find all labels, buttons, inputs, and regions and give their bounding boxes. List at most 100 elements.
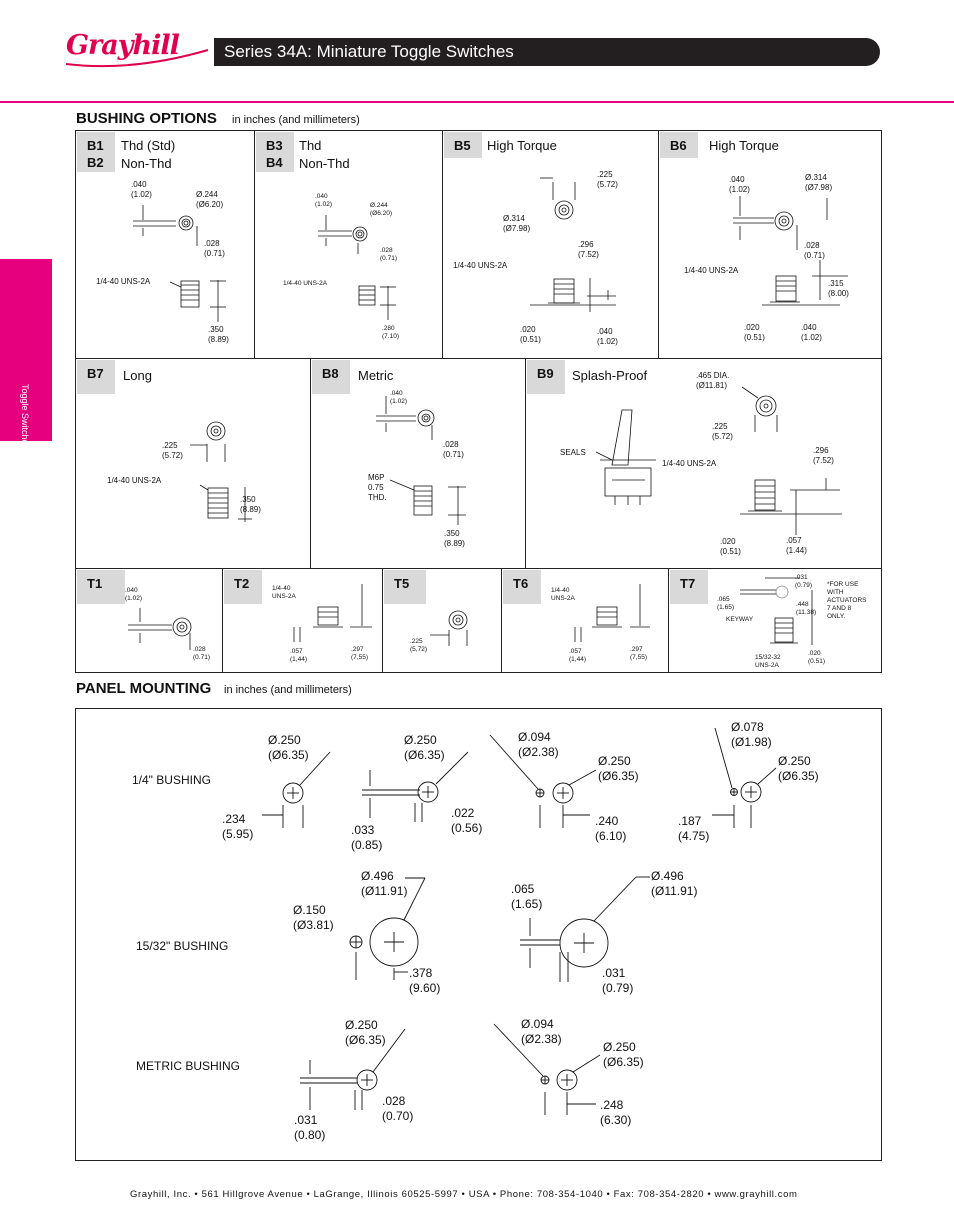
option-label: High Torque [487, 138, 557, 153]
code-badge: T1 [77, 570, 125, 604]
dim-label: .040(1.02) [131, 180, 152, 199]
dim-label: .031(0.80) [294, 1113, 326, 1142]
dim-label: Ø.244(Ø6.20) [196, 190, 224, 209]
dim-label: .022(0.56) [451, 806, 483, 835]
grayhill-logo [65, 49, 209, 68]
dim-label: .248(6.30) [600, 1098, 632, 1127]
panel-1-4-pin [489, 734, 597, 828]
dim-label: .225(5.72) [162, 441, 183, 460]
b6-drawing [733, 196, 848, 306]
t7-drawing [740, 577, 813, 645]
dim-label: 1/4-40 UNS-2A [283, 280, 328, 287]
b7-drawing [190, 421, 252, 522]
dim-label: Ø.244(Ø6.20) [370, 202, 393, 217]
cell-b1-b2 [76, 131, 255, 359]
dim-label: SEALS [560, 448, 586, 457]
code-badge: T6 [503, 570, 541, 604]
dim-label: 1/4-40 UNS-2A [96, 277, 151, 286]
dim-label: .350(8.89) [208, 325, 229, 344]
dim-label: .040(1.02) [125, 587, 142, 602]
footer-contact: Grayhill, Inc. • 561 Hillgrove Avenue • … [130, 1189, 798, 1200]
cell-b6 [659, 131, 882, 359]
cell-t2 [223, 569, 383, 673]
panel-mounting-title: PANEL MOUNTING [76, 680, 212, 697]
bushing-options-title: BUSHING OPTIONS [76, 110, 217, 127]
dim-label: .315(8.00) [828, 279, 849, 298]
dim-label: .057(1,44) [569, 648, 586, 663]
dim-label: .040(1.02) [729, 175, 750, 194]
dim-label: .028(0.71) [443, 440, 464, 459]
code-badge: T5 [384, 570, 426, 604]
dim-label: .448(11.38) [796, 601, 817, 616]
dim-label: .033(0.85) [351, 823, 383, 852]
side-tab [0, 259, 52, 441]
cell-t6 [502, 569, 669, 673]
code-badge: T2 [224, 570, 262, 604]
dim-label: .020(0.51) [808, 650, 825, 665]
option-label: Thd (Std)Non-Thd [121, 138, 176, 171]
page-title: Series 34A: Miniature Toggle Switches [224, 42, 514, 61]
dim-label: .040(1.02) [315, 193, 332, 208]
dim-label: Ø.314(Ø7.98) [503, 214, 531, 233]
cell-t5 [383, 569, 502, 673]
dim-label: .040(1.02) [597, 327, 618, 346]
dim-label: KEYWAY [726, 616, 754, 623]
t6-drawing [574, 584, 650, 642]
dim-label: Ø.250(Ø6.35) [268, 733, 309, 762]
b3-drawing [318, 215, 396, 320]
dim-label: .225(5.72) [597, 170, 618, 189]
dim-label: .020(0.51) [744, 323, 765, 342]
row-label-15-32: 15/32" BUSHING [136, 939, 229, 953]
option-label: Long [123, 368, 152, 383]
dim-label: .297(7,55) [630, 646, 647, 661]
code-badge: B7 [77, 360, 115, 394]
panel-1-4-standard [262, 751, 331, 828]
header-bar [214, 38, 880, 66]
dim-label: Ø.496(Ø11.91) [651, 869, 698, 898]
dim-label: .031(0.79) [602, 966, 634, 995]
dim-label: .065(1.65) [511, 882, 543, 911]
dim-label: .350(8.89) [240, 495, 261, 514]
dim-label: 1/4-40 UNS-2A [107, 476, 162, 485]
dim-label: 1/4-40 UNS-2A [662, 459, 717, 468]
dim-label: .057(1,44) [290, 648, 307, 663]
dim-label: .031(0.79) [795, 574, 812, 589]
dim-label: Ø.314(Ø7.98) [805, 173, 833, 192]
panel-mounting-subtitle: in inches (and millimeters) [224, 684, 352, 696]
dim-label: .028(0.71) [380, 247, 397, 262]
dim-label: .225(5.72) [712, 422, 733, 441]
code-badge: B5 [444, 132, 482, 158]
t1-drawing [128, 608, 192, 650]
dim-label: .465 DIA.(Ø11.81) [696, 371, 730, 390]
dim-label: .040(1.02) [390, 390, 407, 405]
panel-15-32-pin [349, 877, 426, 980]
t5-drawing [430, 610, 468, 646]
dim-label: Ø.094(Ø2.38) [518, 730, 559, 759]
dim-label: 1/4-40 UNS-2A [453, 261, 508, 270]
code-badge: B9 [527, 360, 565, 394]
dim-label: .296(7.52) [578, 240, 599, 259]
dim-label: Ø.250(Ø6.35) [404, 733, 445, 762]
dim-label: .028(0.71) [193, 646, 210, 661]
panel-metric-pin [493, 1023, 601, 1115]
dim-label: .225(5,72) [410, 638, 427, 653]
dim-label: .040(1.02) [801, 323, 822, 342]
cell-b3-b4 [255, 131, 443, 359]
code-badge: B8 [312, 360, 350, 394]
cell-b8 [311, 359, 526, 569]
dim-label: .028(0.70) [382, 1094, 414, 1123]
t2-drawing [293, 584, 372, 642]
dim-label: .020(0.51) [720, 537, 741, 556]
bushing-options-subtitle: in inches (and millimeters) [232, 114, 360, 126]
cell-b9 [526, 359, 882, 569]
b1-drawing [133, 205, 226, 322]
dim-label: .240(6.10) [595, 814, 627, 843]
